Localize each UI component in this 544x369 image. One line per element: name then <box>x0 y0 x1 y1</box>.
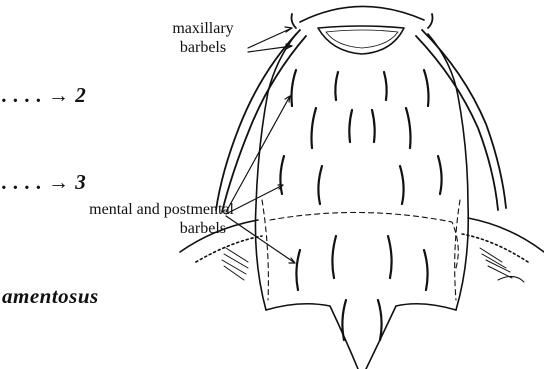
head-outline <box>180 6 544 369</box>
pectoral-hatching <box>222 248 524 282</box>
barbel-row2-right <box>406 108 411 148</box>
barbel-row3-inner-right <box>400 166 404 204</box>
barbel-row4-left <box>296 250 300 290</box>
barbel-row3-inner-left <box>318 166 322 204</box>
left-head-edge <box>255 34 296 310</box>
right-pectoral-region <box>468 218 544 252</box>
left-pectoral-region <box>180 220 258 252</box>
mouth-teeth-pad <box>326 30 398 48</box>
hatch-left-2 <box>224 254 248 268</box>
barbel-row4-inner-left <box>332 236 336 278</box>
barbel-row1-inner-left <box>335 72 338 100</box>
dashed-left <box>262 200 268 300</box>
mental-postmental-barbels <box>280 70 441 340</box>
barbel-row3-right <box>438 156 442 194</box>
maxillary-base-right <box>428 14 433 28</box>
hatch-right-2 <box>482 254 506 268</box>
leader-maxillary-right <box>248 28 292 48</box>
barbel-row1-left <box>292 70 297 106</box>
right-lower-edge <box>366 304 456 369</box>
mouth <box>318 26 404 54</box>
barbel-row5-left <box>342 300 346 340</box>
maxillary-barbel-left-outer <box>216 30 300 210</box>
barbel-row2-left <box>312 108 317 148</box>
snout-tip-outline <box>300 6 424 22</box>
dashed-right <box>455 200 460 300</box>
barbel-row4-right <box>424 250 428 290</box>
hatch-right-3 <box>486 260 510 272</box>
barbel-row2-inner-left <box>349 110 352 142</box>
barbel-row1-inner-right <box>384 72 387 100</box>
barbel-row3-left <box>280 156 284 194</box>
hatch-left-4 <box>224 266 244 280</box>
barbel-row5-right <box>378 300 382 340</box>
maxillary-base-left <box>292 14 297 28</box>
barbel-row2-inner-right <box>372 110 375 142</box>
maxillary-barbels <box>216 14 506 212</box>
left-pectoral-dotted <box>196 236 262 262</box>
leader-mental-lower <box>226 216 295 263</box>
hatch-left-1 <box>226 248 248 262</box>
leader-mental-upper <box>226 96 290 212</box>
barbel-row1-right <box>424 70 429 106</box>
barbel-row4-inner-right <box>388 236 392 278</box>
membrane-dashed-lines <box>262 200 460 300</box>
leader-mental-middle <box>226 185 283 214</box>
maxillary-barbel-left-inner <box>222 36 306 212</box>
